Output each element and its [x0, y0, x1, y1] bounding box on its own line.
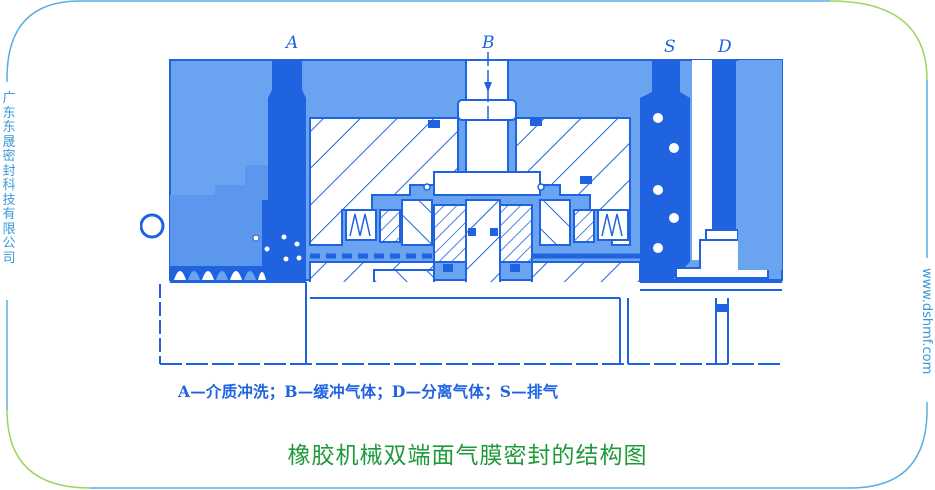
label-d: D	[717, 37, 732, 57]
diagram-legend: A—介质冲洗；B—缓冲气体；D—分离气体；S—排气	[178, 382, 559, 401]
label-a: A	[284, 33, 298, 53]
seal-structure-diagram: A B S D	[140, 33, 783, 366]
figure-caption: 橡胶机械双端面气膜密封的结构图	[287, 443, 648, 469]
label-b: B	[481, 33, 495, 53]
label-s: S	[664, 37, 676, 57]
company-watermark: 广东东晟密封科技有限公司	[2, 91, 16, 266]
website-watermark: www.dshmf.com	[919, 268, 934, 375]
